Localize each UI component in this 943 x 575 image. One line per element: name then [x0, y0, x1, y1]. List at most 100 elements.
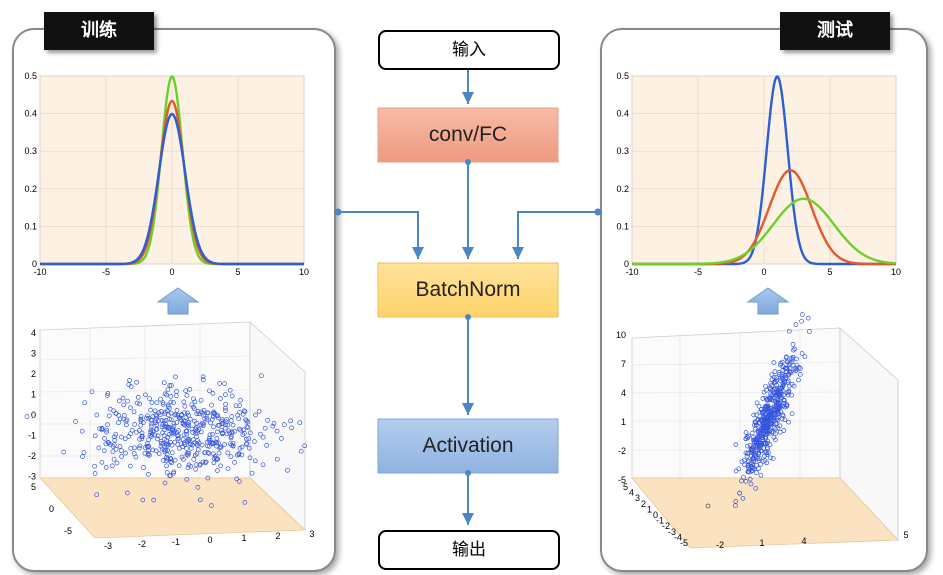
scatter-point [765, 396, 770, 402]
scatter-point [755, 416, 761, 422]
scatter-point [195, 485, 201, 490]
scatter-point [174, 408, 180, 413]
scatter-point [285, 467, 290, 473]
scatter-point [161, 380, 167, 386]
scatter-point [184, 393, 190, 398]
scatter-point [160, 400, 166, 405]
scatter-point [784, 369, 789, 375]
scatter-point [756, 466, 761, 471]
scatter-point [210, 431, 215, 437]
scatter-point [753, 437, 759, 442]
scatter-point [179, 412, 185, 417]
scatter-point [193, 466, 198, 472]
scatter-point [148, 423, 154, 429]
scatter-point [147, 396, 152, 402]
scatter-point [222, 442, 227, 447]
scatter-point [754, 470, 759, 475]
y-tick-label: -2 [662, 521, 670, 531]
x-tick-label: 0 [169, 267, 174, 277]
scatter-point [224, 431, 230, 437]
scatter-point [165, 387, 171, 393]
output-box: 输出 [378, 530, 560, 570]
scatter-point [774, 377, 780, 383]
scatter-point [239, 452, 245, 458]
scatter-point [189, 402, 195, 408]
z-tick-label: 3 [31, 349, 36, 359]
scatter-point [737, 490, 742, 496]
y-tick-label: 4 [629, 488, 634, 498]
scatter-point [225, 466, 231, 472]
scatter-point [217, 445, 223, 451]
scatter-point [211, 424, 216, 430]
scatter-point [192, 406, 197, 412]
y-tick-label: -5 [64, 526, 72, 536]
scatter-point [758, 461, 763, 467]
scatter-point [168, 399, 174, 405]
z-tick-label: 4 [621, 388, 626, 398]
scatter-point [141, 465, 146, 470]
scatter-point [211, 440, 216, 446]
scatter-point [259, 373, 264, 379]
scatter-point [205, 450, 211, 455]
scatter-point [131, 451, 137, 456]
activation-label: Activation [422, 434, 514, 457]
y-tick-label: 0.1 [616, 221, 629, 231]
scatter-point [754, 412, 759, 418]
scatter-point [799, 318, 804, 324]
scatter-point [145, 444, 151, 450]
scatter-point [778, 361, 784, 366]
scatter-point [762, 406, 768, 412]
scatter-point [124, 417, 130, 423]
scatter-point [763, 440, 769, 446]
scatter-point [159, 418, 165, 423]
scatter-point [169, 460, 174, 466]
scatter-point [205, 475, 211, 481]
scatter-point [185, 410, 190, 416]
scatter-point [260, 434, 266, 440]
batchnorm-label: BatchNorm [415, 278, 521, 301]
scatter-point [754, 400, 760, 406]
scatter-point [264, 443, 270, 448]
scatter-point [265, 418, 270, 423]
test-label: 测试 [780, 12, 890, 50]
z-tick-label: 7 [621, 359, 626, 369]
scatter-point [146, 416, 152, 421]
scatter-point [749, 430, 755, 436]
scatter-point [137, 445, 142, 451]
scatter-point [773, 407, 779, 413]
scatter-point [117, 444, 123, 449]
scatter-point [767, 396, 773, 401]
scatter-point [92, 471, 98, 476]
series-line-2 [632, 197, 897, 266]
scatter-point [236, 426, 242, 432]
scatter-point [784, 359, 790, 365]
scatter-point [109, 463, 115, 469]
y-tick-label: 0 [653, 510, 658, 520]
scatter-point [184, 446, 189, 451]
scatter-point [243, 436, 249, 442]
scatter-point [747, 467, 753, 472]
scatter-point [241, 408, 247, 414]
scatter-point [165, 434, 171, 440]
scatter-point [270, 423, 276, 429]
scatter-point [176, 463, 182, 469]
scatter-point [775, 425, 781, 431]
scatter-point [780, 413, 786, 419]
scatter-point [207, 432, 213, 438]
x-tick-label: -3 [104, 541, 112, 551]
scatter-point [209, 416, 215, 422]
scatter-point [105, 422, 110, 427]
scatter-point [116, 420, 121, 425]
scatter-point [760, 396, 766, 401]
back-wall [631, 327, 841, 479]
scatter-point [181, 456, 186, 462]
scatter-point [204, 417, 210, 423]
scatter-point [796, 365, 802, 370]
scatter-point [779, 416, 785, 422]
scatter-point [179, 454, 185, 460]
scatter-point [176, 435, 182, 441]
scatter-point [750, 434, 756, 440]
scatter-point [217, 381, 222, 386]
